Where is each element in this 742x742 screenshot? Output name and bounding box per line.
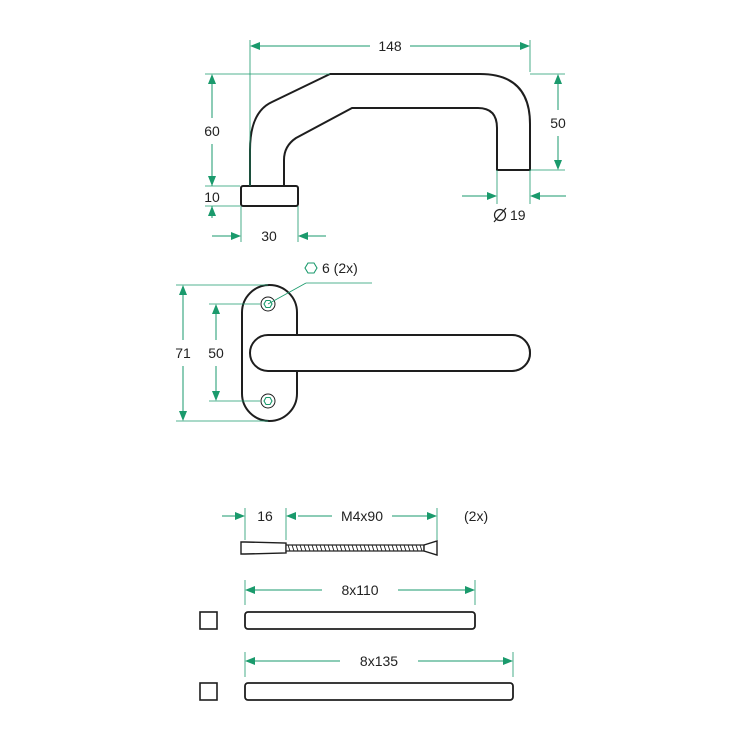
label-sleeve-length: 16	[257, 508, 273, 524]
label-spindle-short: 8x110	[341, 582, 378, 598]
hex-socket-icon	[260, 393, 276, 409]
label-bolt-count: (2x)	[464, 508, 488, 524]
label-bolt-size: M4x90	[341, 508, 383, 524]
dim-handle-length: 148	[249, 38, 531, 186]
dim-spindle-short: 8x110	[244, 580, 476, 605]
label-handle-height: 60	[204, 123, 220, 139]
dim-tube-diameter: 19	[462, 170, 566, 223]
label-return-height: 50	[550, 115, 566, 131]
dim-bolt-size: M4x90	[298, 508, 438, 540]
label-rose-height: 71	[175, 345, 191, 361]
handle-front-view	[241, 284, 531, 422]
dim-rose-height: 71	[175, 284, 268, 422]
label-screw-size: 6 (2x)	[322, 260, 358, 276]
bolt	[240, 540, 438, 556]
label-tube-diameter: 19	[510, 207, 526, 223]
handle-side-profile	[249, 73, 531, 187]
label-spindle-long: 8x135	[360, 653, 398, 669]
dim-base-height: 10	[204, 176, 240, 218]
label-screw-spacing: 50	[208, 345, 224, 361]
dim-sleeve-length: 16	[222, 508, 296, 540]
spindle-short	[244, 611, 476, 630]
square-section-icon	[199, 611, 218, 630]
dim-base-width: 30	[212, 206, 326, 244]
callout-screw-size: 6 (2x)	[267, 260, 372, 305]
spindle-long	[244, 682, 514, 701]
hex-socket-icon	[304, 262, 318, 274]
dim-spindle-long: 8x135	[244, 652, 514, 677]
handle-base-plate	[240, 185, 299, 207]
dim-screw-spacing: 50	[208, 303, 260, 402]
label-handle-length: 148	[378, 38, 402, 54]
handle-side-view	[240, 73, 531, 207]
label-base-height: 10	[204, 189, 220, 205]
dim-return-height: 50	[530, 73, 566, 171]
label-base-width: 30	[261, 228, 277, 244]
diameter-icon	[493, 207, 507, 223]
square-section-icon	[199, 682, 218, 701]
lever-arm-front	[249, 334, 531, 372]
